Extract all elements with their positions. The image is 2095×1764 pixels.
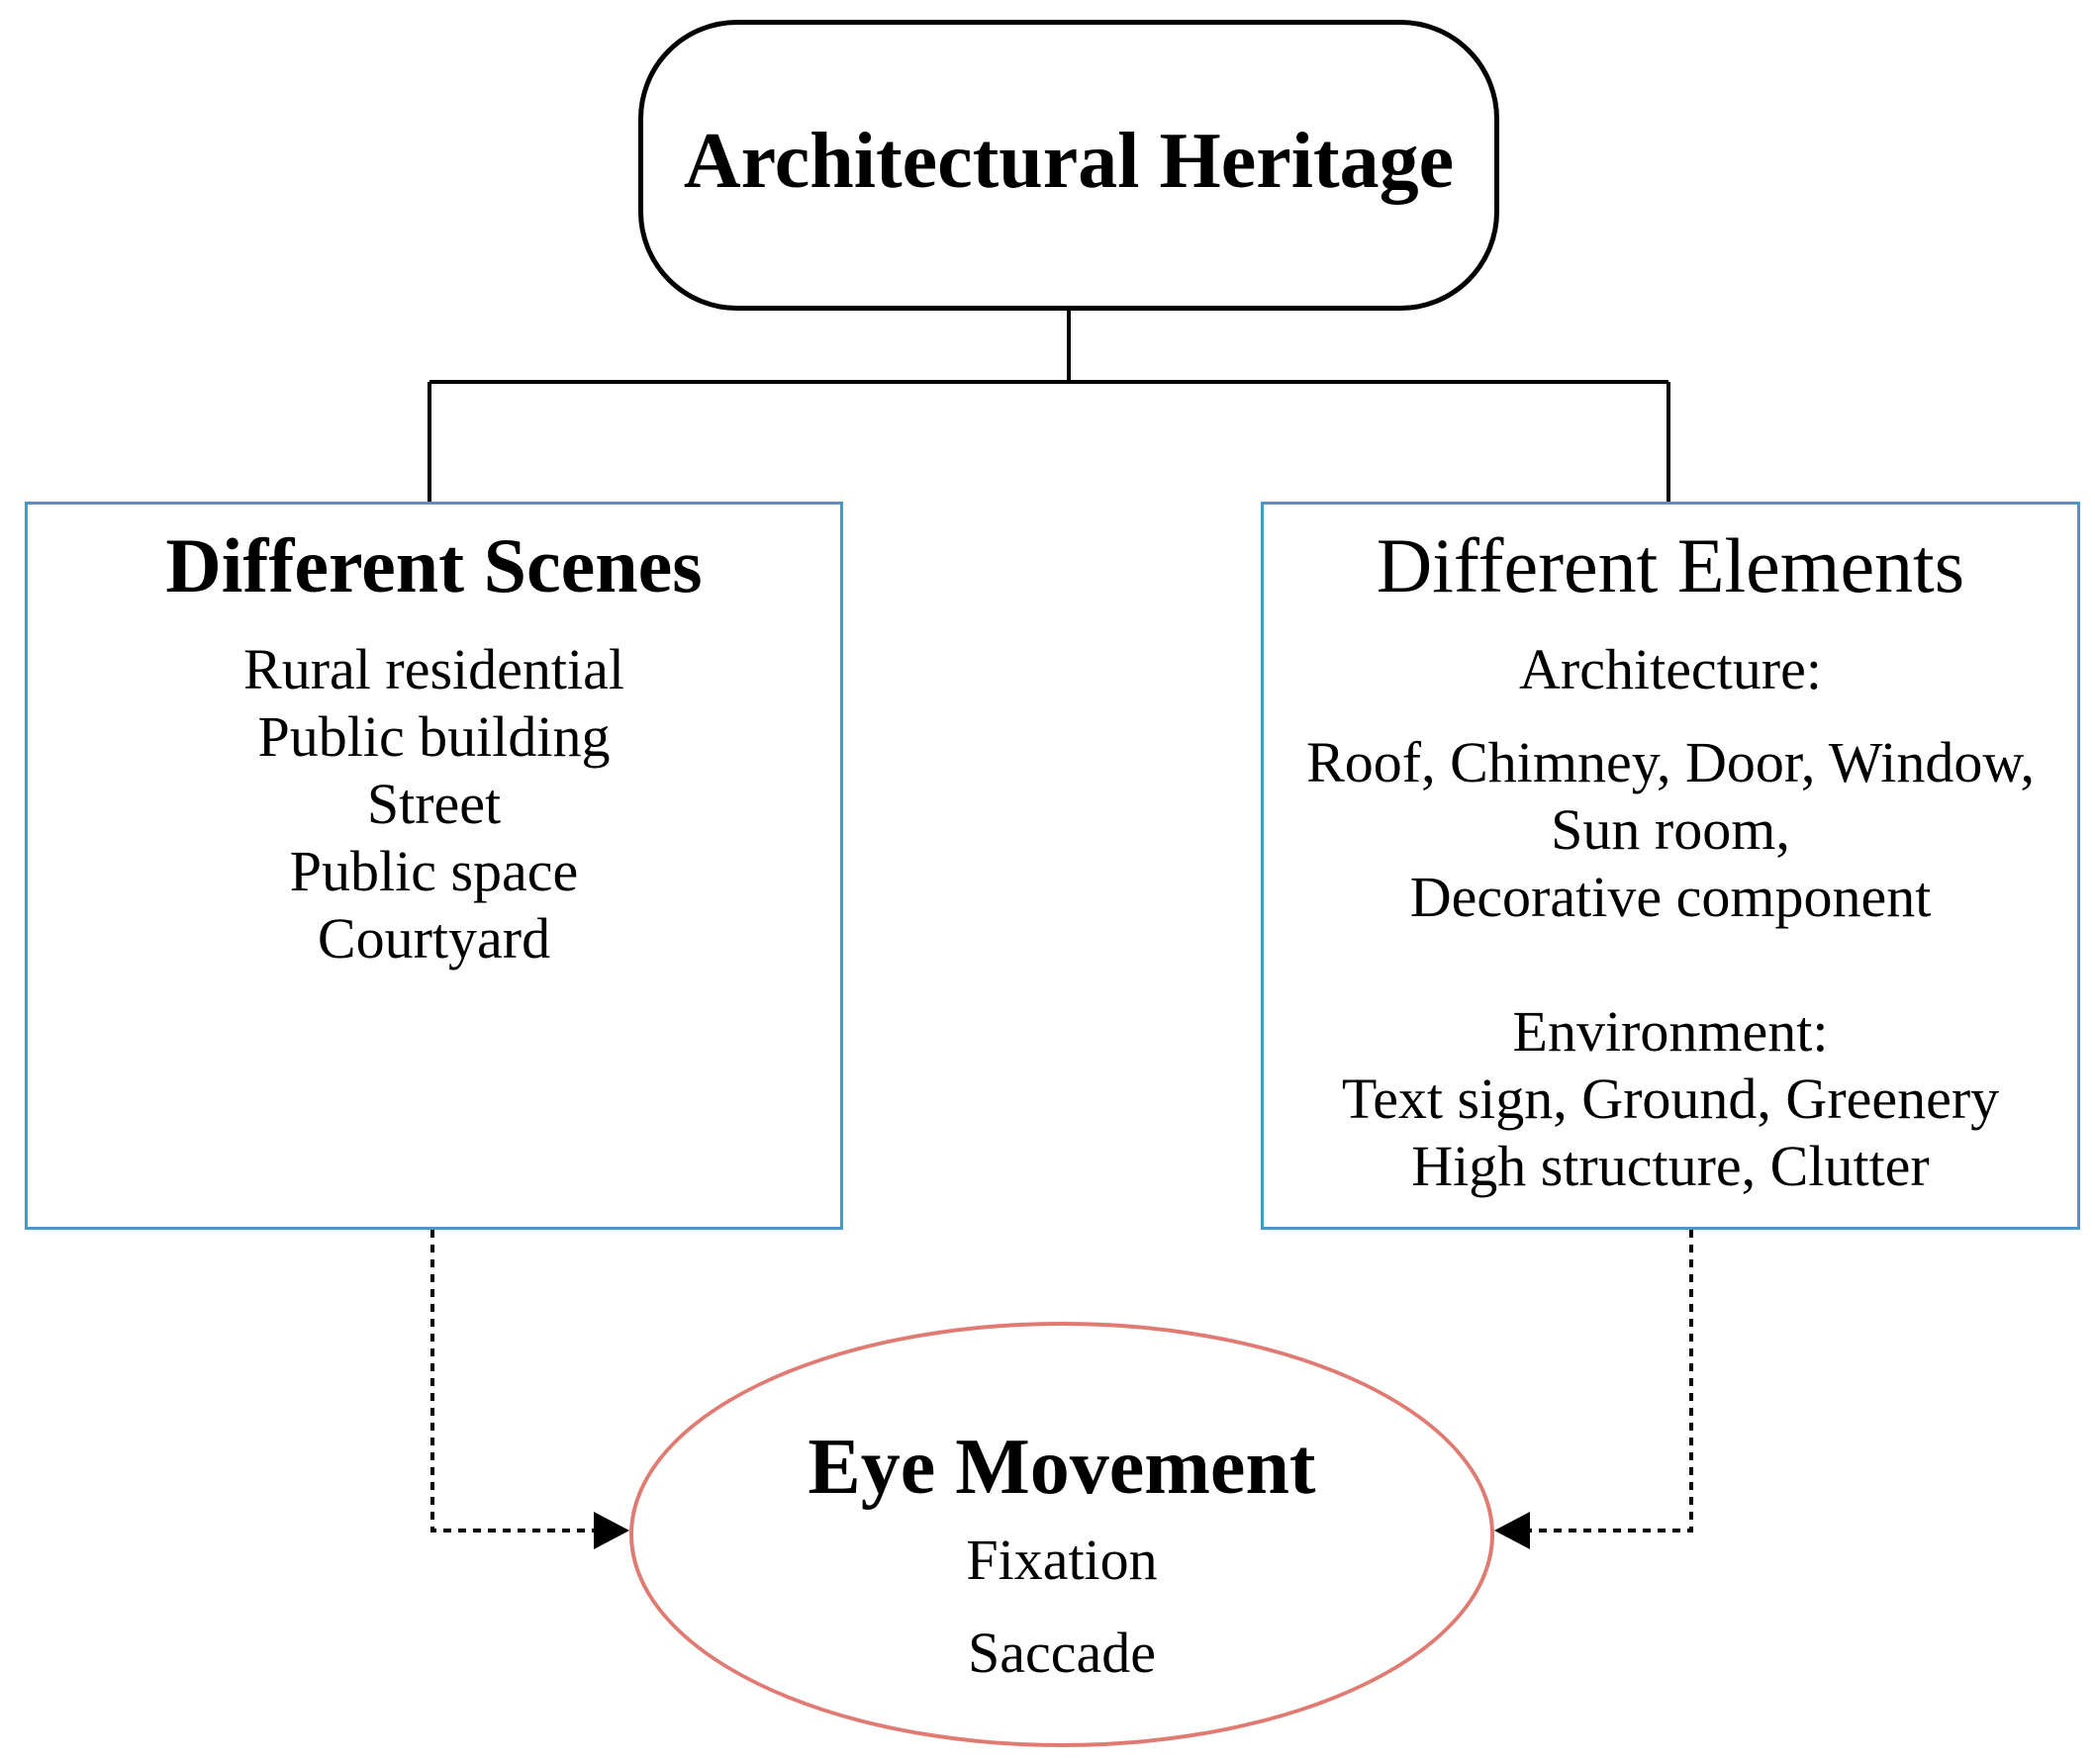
- eye-movement-item: Saccade: [968, 1621, 1156, 1685]
- eye-movement-node: Eye Movement Fixation Saccade: [629, 1322, 1494, 1747]
- architecture-line: Roof, Chimney, Door, Window,: [1306, 730, 2035, 794]
- environment-line: Text sign, Ground, Greenery: [1341, 1067, 2000, 1131]
- architecture-line: Sun room,: [1551, 797, 1790, 862]
- different-elements-box: Different Elements Architecture: Roof, C…: [1261, 502, 2080, 1230]
- eye-movement-title: Eye Movement: [808, 1424, 1316, 1511]
- scene-item: Rural residential: [243, 637, 624, 701]
- root-connector-line: [428, 311, 1670, 502]
- scene-item: Courtyard: [317, 906, 551, 971]
- different-scenes-box: Different Scenes Rural residential Publi…: [25, 502, 843, 1230]
- scene-item: Public building: [257, 704, 611, 769]
- elements-to-eye-dotted-arrow: [1530, 1230, 1693, 1532]
- environment-line: High structure, Clutter: [1411, 1134, 1930, 1198]
- architecture-line: Decorative component: [1409, 865, 1932, 929]
- architecture-list: Roof, Chimney, Door, Window, Sun room, D…: [1264, 729, 2077, 931]
- environment-list: Text sign, Ground, Greenery High structu…: [1264, 1066, 2077, 1200]
- elements-arrowhead: [1494, 1512, 1530, 1549]
- elements-title: Different Elements: [1376, 522, 1965, 608]
- scene-item: Street: [366, 772, 502, 836]
- scenes-list: Rural residential Public building Street…: [28, 636, 840, 973]
- architectural-heritage-node: Architectural Heritage: [638, 20, 1499, 311]
- architecture-heading: Architecture:: [1519, 637, 1822, 701]
- environment-heading: Environment:: [1512, 999, 1829, 1064]
- scenes-to-eye-dotted-arrow: [430, 1230, 594, 1532]
- root-title: Architectural Heritage: [683, 118, 1455, 205]
- scenes-title: Different Scenes: [165, 522, 703, 608]
- eye-movement-item: Fixation: [966, 1528, 1158, 1592]
- scene-item: Public space: [289, 839, 579, 903]
- scenes-arrowhead: [594, 1512, 629, 1549]
